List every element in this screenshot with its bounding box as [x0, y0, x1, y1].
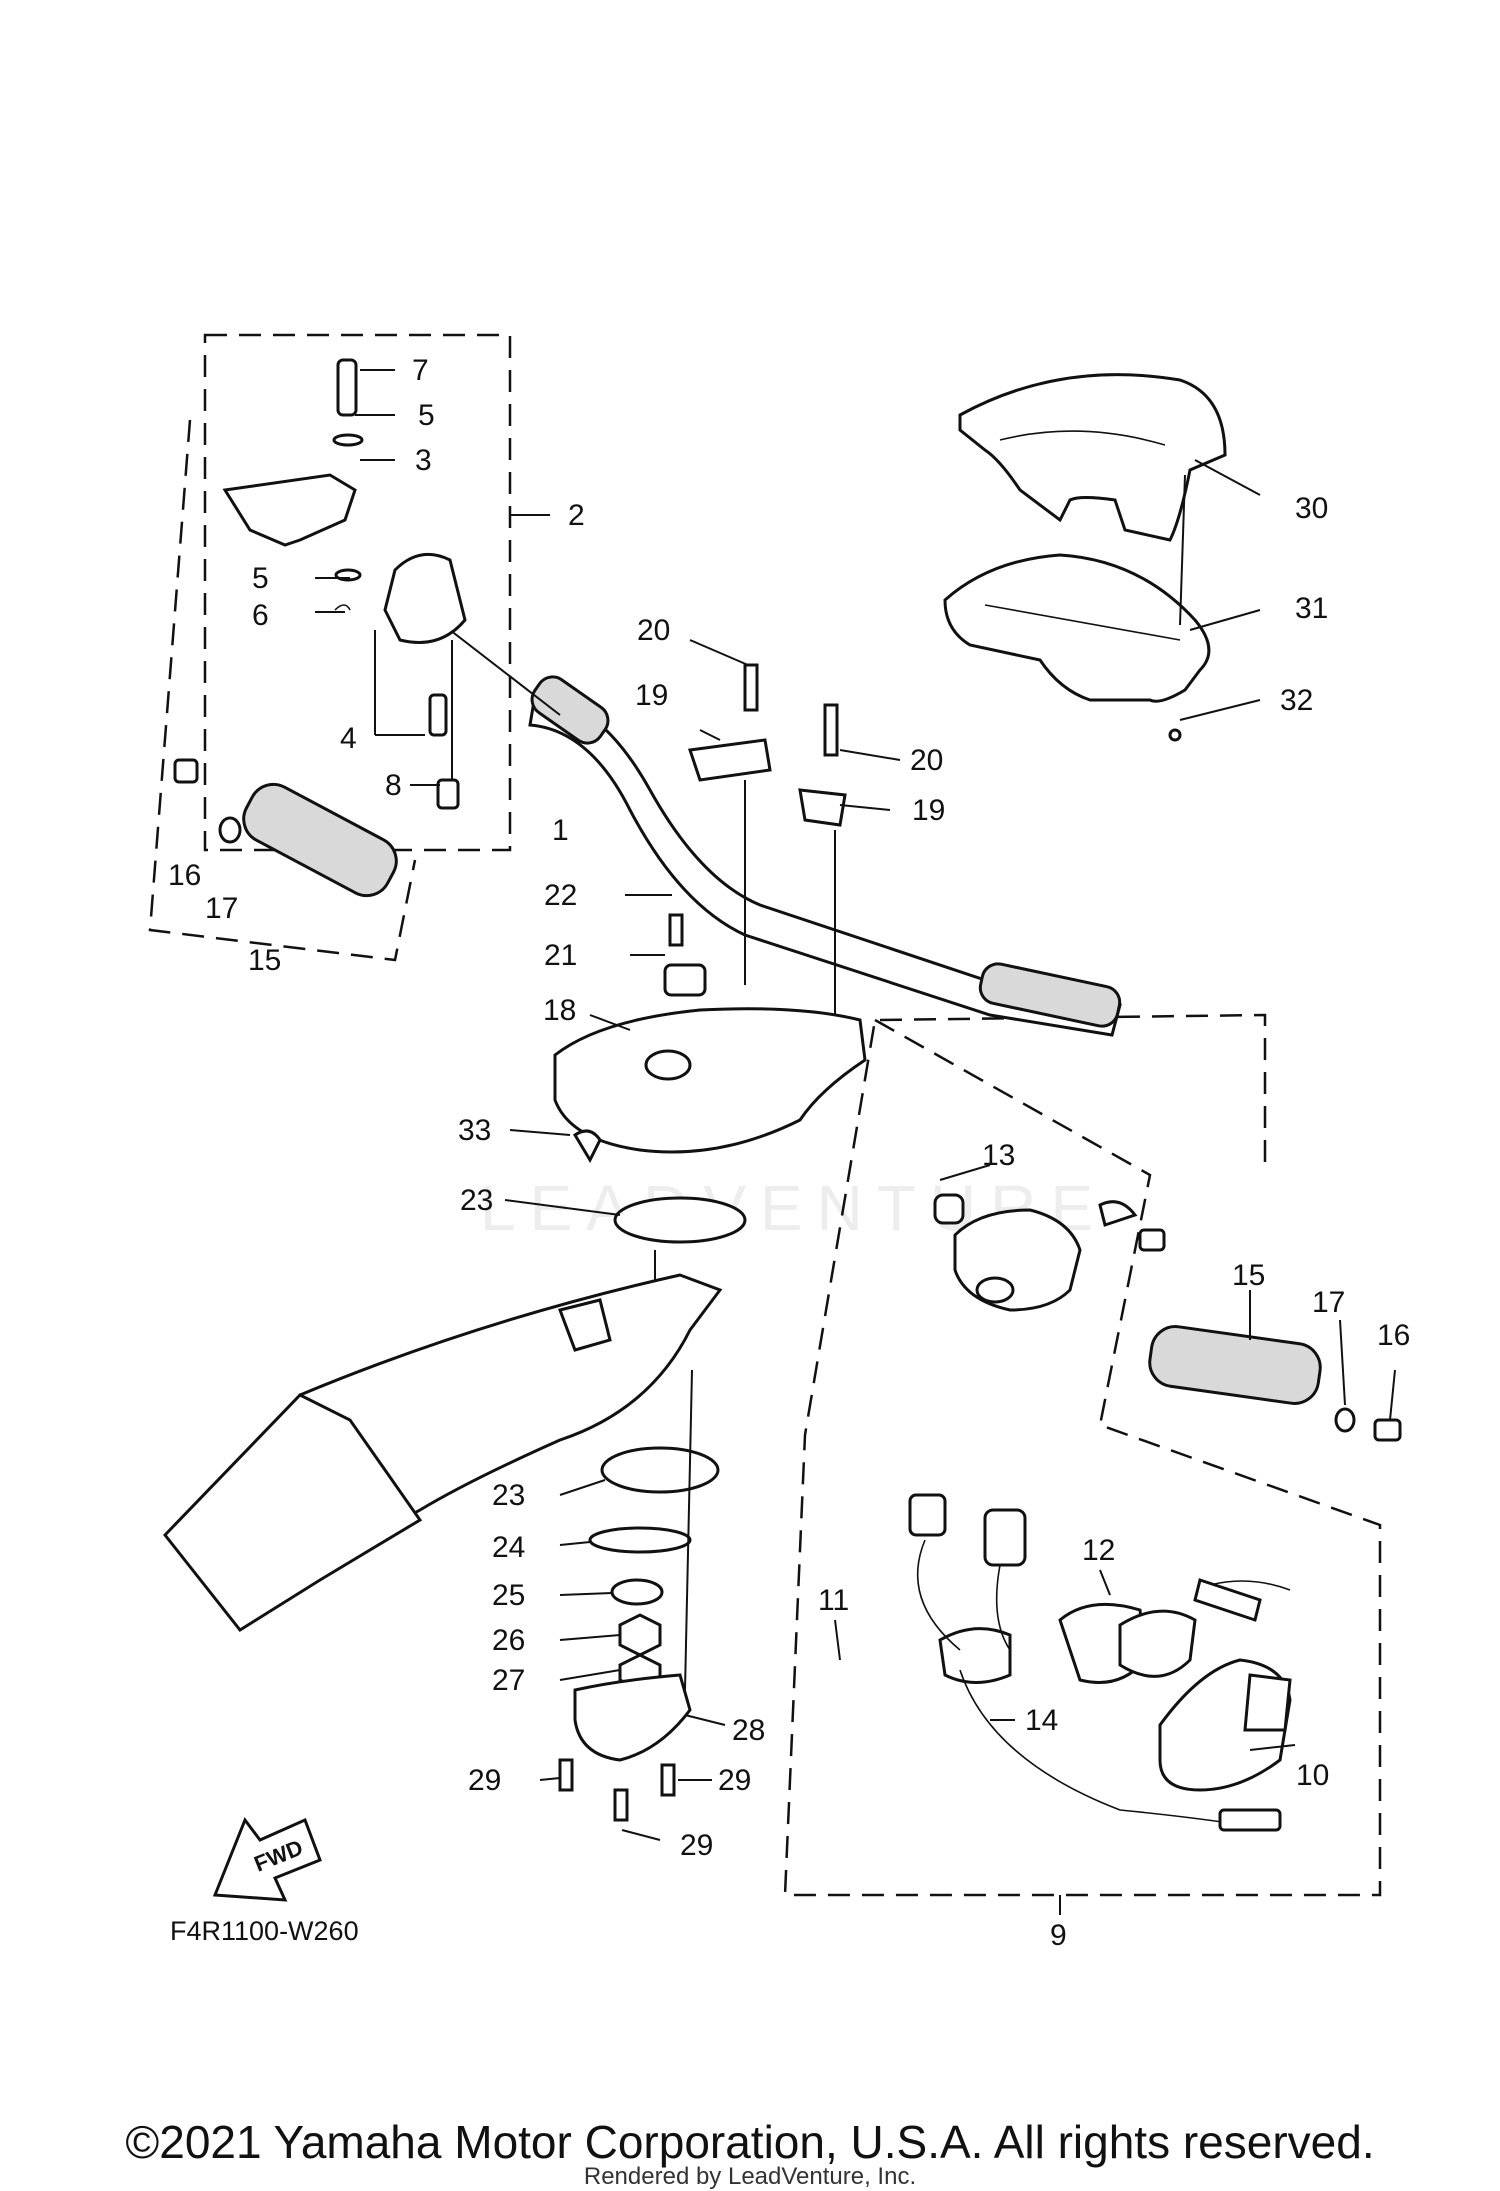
- callout-6: 6: [252, 599, 269, 632]
- callout-1: 1: [552, 814, 569, 847]
- left-grip-part: [173, 758, 398, 898]
- callout-16: 16: [168, 859, 201, 892]
- callout-12: 12: [1082, 1534, 1115, 1567]
- callout-20b: 20: [910, 744, 943, 777]
- cover-10-part: [1158, 1658, 1292, 1792]
- callout-25: 25: [492, 1579, 525, 1612]
- callout-16b: 16: [1377, 1319, 1410, 1352]
- callout-5: 5: [418, 399, 435, 432]
- callout-27: 27: [492, 1664, 525, 1697]
- screw-part: [1168, 728, 1182, 742]
- callout-33: 33: [458, 1114, 491, 1147]
- copyright-notice: ©2021 Yamaha Motor Corporation, U.S.A. A…: [125, 2116, 1375, 2168]
- callout-labels: 1 2 3 4 5 5 6 7 8 9 10 11 12 13 14 15 15…: [168, 354, 1410, 1952]
- callout-29b: 29: [718, 1764, 751, 1797]
- rendered-by-text: Rendered by LeadVenture, Inc.: [583, 2163, 917, 2190]
- callout-23b: 23: [492, 1479, 525, 1512]
- handlebar-clamp-part: [688, 663, 847, 1020]
- callout-7: 7: [412, 354, 429, 387]
- callout-11: 11: [818, 1584, 849, 1617]
- switch-housing-part: [933, 1193, 1166, 1312]
- callout-19b: 19: [912, 794, 945, 827]
- callout-3: 3: [415, 444, 432, 477]
- right-grip-part: [1148, 1325, 1402, 1442]
- callout-8: 8: [385, 769, 402, 802]
- handlebar-part: [449, 629, 1122, 1037]
- callout-31: 31: [1295, 592, 1328, 625]
- collar-part: [610, 1578, 664, 1606]
- callout-26: 26: [492, 1624, 525, 1657]
- callout-22: 22: [544, 879, 577, 912]
- fwd-arrow-icon: FWD: [212, 1816, 322, 1902]
- washer-part: [588, 1526, 692, 1554]
- top-cover-part: [958, 373, 1227, 542]
- callout-20: 20: [637, 614, 670, 647]
- callout-10: 10: [1296, 1759, 1329, 1792]
- steering-plate-part: [553, 913, 867, 1164]
- group-box-throttle: [148, 333, 512, 962]
- callout-28: 28: [732, 1714, 765, 1747]
- callout-5b: 5: [252, 562, 269, 595]
- washer-part: [600, 1446, 720, 1494]
- group-box-switch: [783, 1013, 1382, 1897]
- callout-32: 32: [1280, 684, 1313, 717]
- callout-14: 14: [1025, 1704, 1058, 1737]
- callout-21: 21: [544, 939, 577, 972]
- callout-4: 4: [340, 722, 357, 755]
- leader-lines: [315, 369, 1396, 1915]
- washer-part: [613, 1196, 747, 1244]
- callout-17: 17: [205, 892, 238, 925]
- callout-9: 9: [1050, 1919, 1067, 1952]
- steering-column-part: [163, 1273, 723, 1632]
- callout-29: 29: [468, 1764, 501, 1797]
- throttle-lever-part: [222, 358, 467, 810]
- callout-15: 15: [248, 944, 281, 977]
- callout-30: 30: [1295, 492, 1328, 525]
- nut-part: [618, 1613, 662, 1657]
- switch-body-part: [908, 1493, 1282, 1832]
- callout-17b: 17: [1312, 1286, 1345, 1319]
- callout-18: 18: [543, 994, 576, 1027]
- callout-23: 23: [460, 1184, 493, 1217]
- callout-29c: 29: [680, 1829, 713, 1862]
- callout-15b: 15: [1232, 1259, 1265, 1292]
- lower-cover-part: [943, 474, 1211, 703]
- callout-19: 19: [635, 679, 668, 712]
- column-cover-part: [558, 1673, 692, 1822]
- spring-part: [1193, 1578, 1291, 1622]
- callout-24: 24: [492, 1531, 525, 1564]
- callout-13: 13: [982, 1139, 1015, 1172]
- diagram-code: F4R1100-W260: [170, 1916, 359, 1946]
- callout-2: 2: [568, 499, 585, 532]
